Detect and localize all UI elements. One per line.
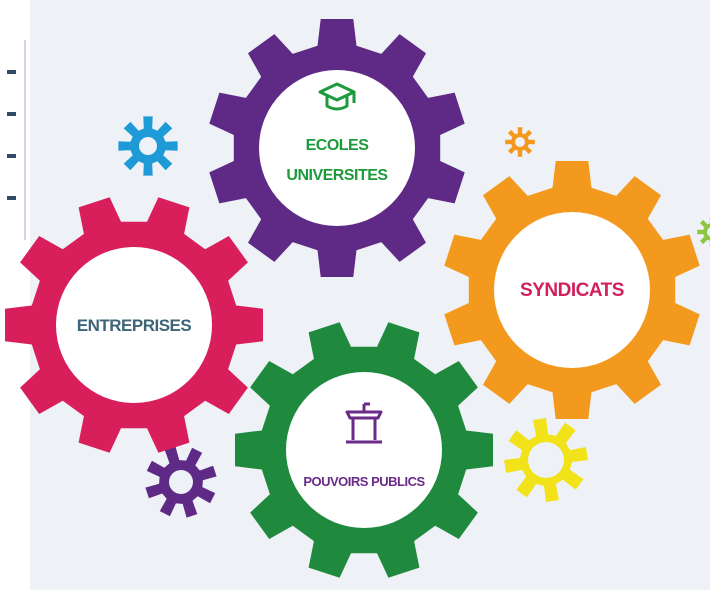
gear-label-line: ENTREPRISES	[77, 316, 192, 335]
small-gear-orange	[505, 127, 535, 157]
gear-entreprises: ENTREPRISES	[5, 197, 263, 453]
podium-icon	[345, 402, 383, 444]
gear-label-line: POUVOIRS PUBLICS	[303, 474, 425, 489]
cropped-side-panel	[0, 40, 26, 240]
gear-outline	[697, 217, 710, 247]
small-gear-blue	[118, 116, 178, 176]
small-gear-yellow	[504, 418, 588, 502]
graduation-cap-icon	[318, 82, 356, 111]
side-mark	[7, 70, 16, 74]
gear-label-line: SYNDICATS	[520, 280, 624, 301]
gear-label-line: UNIVERSITES	[286, 167, 388, 184]
side-mark	[7, 196, 16, 200]
side-mark	[7, 112, 16, 116]
gear-ecoles-universites: ECOLES UNIVERSITES	[209, 19, 465, 277]
side-mark	[7, 154, 16, 158]
small-gear-purple	[145, 446, 217, 518]
small-gear-green-edge	[697, 217, 710, 247]
gear-label-line: ECOLES	[306, 137, 370, 154]
gear-pouvoirs-publics: POUVOIRS PUBLICS	[235, 322, 493, 578]
gear-syndicats: SYNDICATS	[444, 161, 700, 419]
